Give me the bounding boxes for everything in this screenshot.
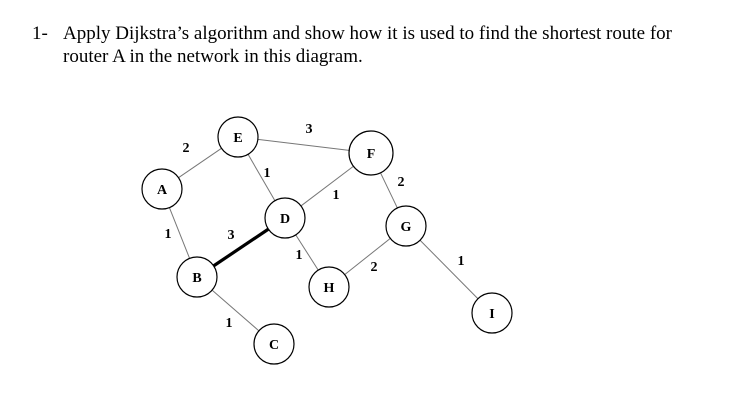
- node-label-h: H: [324, 281, 335, 296]
- question-number: 1-: [32, 23, 48, 44]
- node-circle-a: [141, 168, 183, 210]
- edge-e-d: [247, 154, 276, 201]
- edge-weight-e-d: 1: [264, 166, 271, 181]
- edge-weight-a-e: 2: [183, 141, 190, 156]
- edge-weight-b-c: 1: [226, 316, 233, 331]
- edge-weight-a-b: 1: [165, 227, 172, 242]
- edge-weight-d-h: 1: [296, 248, 303, 263]
- node-label-g: G: [401, 220, 412, 235]
- node-circle-g: [385, 205, 427, 247]
- edge-weight-e-f: 3: [306, 122, 313, 137]
- question-line-1: Apply Dijkstra’s algorithm and show how …: [63, 23, 672, 44]
- node-circle-h: [308, 266, 350, 308]
- node-h: H: [308, 266, 350, 308]
- edge-weight-b-d: 3: [228, 228, 235, 243]
- edge-weight-g-i: 1: [458, 254, 465, 269]
- edge-weight-f-g: 2: [398, 175, 405, 190]
- edge-d-h: [295, 234, 319, 271]
- edge-g-i: [419, 239, 479, 300]
- node-label-e: E: [233, 131, 242, 146]
- question-line-2: router A in the network in this diagram.: [63, 46, 363, 67]
- node-label-f: F: [367, 147, 376, 162]
- node-circle-e: [217, 116, 259, 158]
- node-label-i: I: [489, 307, 494, 322]
- edge-a-b: [168, 207, 191, 259]
- node-circle-c: [253, 323, 295, 365]
- node-b: B: [176, 256, 218, 298]
- node-f: F: [348, 130, 394, 176]
- node-label-c: C: [269, 338, 279, 353]
- edge-weight-d-f: 1: [333, 188, 340, 203]
- edge-h-g: [344, 238, 391, 275]
- node-label-a: A: [157, 183, 168, 198]
- node-circle-i: [471, 292, 513, 334]
- node-d: D: [264, 197, 306, 239]
- node-label-d: D: [280, 212, 290, 227]
- edge-b-c: [211, 289, 260, 332]
- edge-f-g: [380, 172, 398, 209]
- node-circle-f: [348, 130, 394, 176]
- node-c: C: [253, 323, 295, 365]
- edge-weight-h-g: 2: [371, 260, 378, 275]
- node-g: G: [385, 205, 427, 247]
- edge-b-d: [212, 227, 270, 268]
- node-label-b: B: [192, 271, 201, 286]
- edge-a-e: [178, 147, 222, 179]
- edge-e-f: [257, 138, 350, 151]
- node-e: E: [217, 116, 259, 158]
- node-circle-d: [264, 197, 306, 239]
- edge-d-f: [300, 165, 354, 207]
- node-a: A: [141, 168, 183, 210]
- node-circle-b: [176, 256, 218, 298]
- node-i: I: [471, 292, 513, 334]
